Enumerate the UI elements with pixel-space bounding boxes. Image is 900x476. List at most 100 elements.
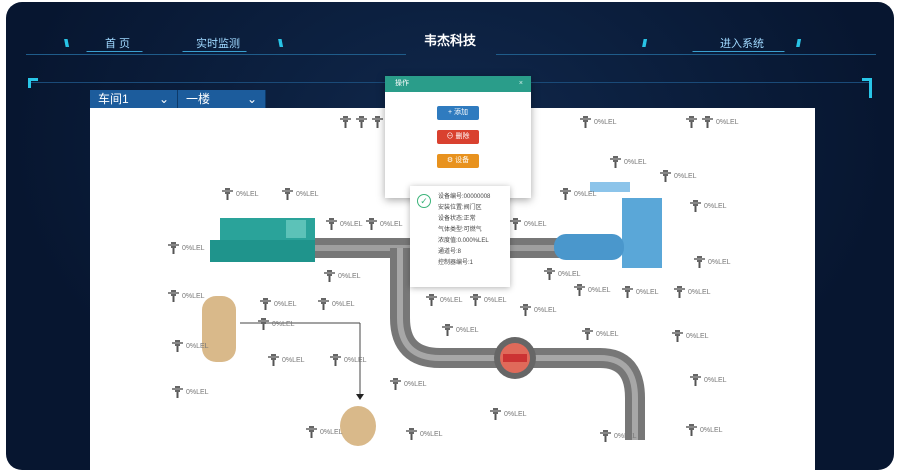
- sensor-reading: 0%LEL: [688, 288, 711, 296]
- gas-sensor[interactable]: 0%LEL: [544, 268, 581, 280]
- sensor-reading: 0%LEL: [484, 296, 507, 304]
- gas-sensor[interactable]: 0%LEL: [168, 242, 205, 254]
- gas-sensor[interactable]: 0%LEL: [168, 290, 205, 302]
- info-line: 设备编号:00000008: [438, 194, 491, 200]
- sensor-reading: 0%LEL: [340, 220, 363, 228]
- gas-sensor[interactable]: 0%LEL: [260, 298, 297, 310]
- gas-sensor[interactable]: 0%LEL: [660, 170, 697, 182]
- gas-sensor[interactable]: 0%LEL: [490, 408, 527, 420]
- gas-sensor[interactable]: 0%LEL: [610, 156, 647, 168]
- sensor-reading: 0%LEL: [596, 330, 619, 338]
- sensor-reading: 0%LEL: [614, 432, 637, 440]
- sensor-reading: 0%LEL: [674, 172, 697, 180]
- gas-sensor[interactable]: 0%LEL: [600, 430, 637, 442]
- floor-select[interactable]: 一楼⌄: [178, 90, 266, 108]
- small-tank: [340, 406, 376, 446]
- sensor-reading: 0%LEL: [182, 244, 205, 252]
- sensor-reading: 0%LEL: [274, 300, 297, 308]
- gas-sensor[interactable]: 0%LEL: [622, 286, 659, 298]
- gas-sensor[interactable]: 0%LEL: [318, 298, 355, 310]
- gas-sensor[interactable]: 0%LEL: [686, 424, 723, 436]
- delete-button[interactable]: ⊖ 删除: [437, 130, 479, 144]
- gas-sensor[interactable]: 0%LEL: [282, 188, 319, 200]
- gas-sensor[interactable]: 0%LEL: [580, 116, 617, 128]
- gas-sensor[interactable]: 0%LEL: [390, 378, 427, 390]
- gas-sensor[interactable]: 0%LEL: [172, 340, 209, 352]
- sensor-reading: 0%LEL: [636, 288, 659, 296]
- gas-detector-icon: [622, 286, 633, 298]
- chevron-down-icon: ⌄: [158, 92, 169, 106]
- check-circle-icon: ✓: [417, 194, 431, 208]
- info-line: 浓度值:0.000%LEL: [438, 238, 489, 244]
- gas-sensor[interactable]: 0%LEL: [672, 330, 709, 342]
- gas-sensor[interactable]: 0%LEL: [258, 318, 295, 330]
- gas-sensor[interactable]: 0%LEL: [222, 188, 259, 200]
- sensor-reading: 0%LEL: [186, 388, 209, 396]
- corner-decor: [862, 78, 872, 98]
- gas-sensor[interactable]: 0%LEL: [470, 294, 507, 306]
- gas-sensor[interactable]: 0%LEL: [324, 270, 361, 282]
- gas-detector-icon: [580, 116, 591, 128]
- gas-sensor[interactable]: [340, 116, 351, 128]
- gas-detector-icon: [510, 218, 521, 230]
- gas-detector-icon: [470, 294, 481, 306]
- info-line: 通道号:8: [438, 249, 462, 255]
- gas-sensor[interactable]: 0%LEL: [442, 324, 479, 336]
- gas-sensor[interactable]: [356, 116, 367, 128]
- sensor-reading: 0%LEL: [344, 356, 367, 364]
- gas-detector-icon: [372, 116, 383, 128]
- corner-decor: [28, 78, 38, 88]
- gas-detector-icon: [582, 328, 593, 340]
- info-line: 设备状态:正常: [438, 216, 476, 222]
- storage-tank: [202, 296, 364, 400]
- gas-sensor[interactable]: 0%LEL: [690, 200, 727, 212]
- sensor-reading: 0%LEL: [332, 300, 355, 308]
- gas-detector-icon: [406, 428, 417, 440]
- gas-sensor[interactable]: 0%LEL: [366, 218, 403, 230]
- gas-sensor[interactable]: 0%LEL: [702, 116, 739, 128]
- gas-detector-icon: [306, 426, 317, 438]
- gas-sensor[interactable]: 0%LEL: [426, 294, 463, 306]
- gas-sensor[interactable]: 0%LEL: [330, 354, 367, 366]
- sensor-reading: 0%LEL: [296, 190, 319, 198]
- nav-enter-system[interactable]: 进入系统: [692, 36, 792, 52]
- gas-detector-icon: [268, 354, 279, 366]
- gas-detector-icon: [168, 242, 179, 254]
- gas-sensor[interactable]: [372, 116, 383, 128]
- workshop-select[interactable]: 车间1⌄: [90, 90, 178, 108]
- gas-detector-icon: [340, 116, 351, 128]
- gas-sensor[interactable]: 0%LEL: [326, 218, 363, 230]
- gas-sensor[interactable]: 0%LEL: [574, 284, 611, 296]
- operation-dialog: 操作× + 添加 ⊖ 删除 ⚙ 设备: [385, 76, 531, 198]
- gas-detector-icon: [366, 218, 377, 230]
- gas-sensor[interactable]: 0%LEL: [694, 256, 731, 268]
- gas-detector-icon: [168, 290, 179, 302]
- gas-sensor[interactable]: 0%LEL: [406, 428, 443, 440]
- gas-sensor[interactable]: 0%LEL: [172, 386, 209, 398]
- gas-sensor[interactable]: 0%LEL: [510, 218, 547, 230]
- gas-detector-icon: [520, 304, 531, 316]
- app-title: 韦杰科技: [423, 33, 476, 48]
- gas-detector-icon: [172, 386, 183, 398]
- gas-sensor[interactable]: 0%LEL: [520, 304, 557, 316]
- gas-sensor[interactable]: 0%LEL: [690, 374, 727, 386]
- settings-button[interactable]: ⚙ 设备: [437, 154, 479, 168]
- gas-detector-icon: [660, 170, 671, 182]
- sensor-reading: 0%LEL: [534, 306, 557, 314]
- gas-sensor[interactable]: 0%LEL: [560, 188, 597, 200]
- gas-sensor[interactable]: 0%LEL: [306, 426, 343, 438]
- gas-sensor[interactable]: 0%LEL: [582, 328, 619, 340]
- gas-detector-icon: [318, 298, 329, 310]
- close-icon[interactable]: ×: [518, 80, 523, 87]
- gas-detector-icon: [574, 284, 585, 296]
- sensor-reading: 0%LEL: [704, 376, 727, 384]
- gas-detector-icon: [610, 156, 621, 168]
- gas-sensor[interactable]: 0%LEL: [268, 354, 305, 366]
- sensor-reading: 0%LEL: [282, 356, 305, 364]
- gas-detector-icon: [686, 424, 697, 436]
- gas-detector-icon: [544, 268, 555, 280]
- add-button[interactable]: + 添加: [437, 106, 479, 120]
- gas-sensor[interactable]: [686, 116, 697, 128]
- gas-sensor[interactable]: 0%LEL: [674, 286, 711, 298]
- gas-detector-icon: [690, 374, 701, 386]
